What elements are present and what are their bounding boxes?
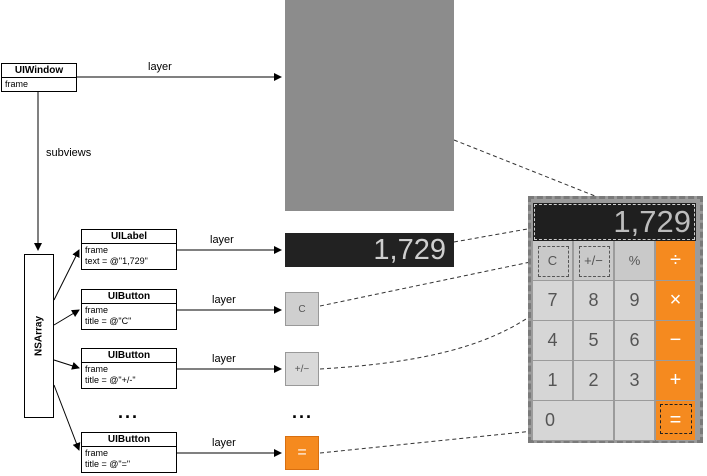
nsarray-label: NSArray	[33, 315, 45, 357]
uilabel-object: UILabel frame text = @"1,729"	[81, 229, 177, 270]
c-map-line	[319, 259, 541, 307]
key-5[interactable]: 5	[574, 321, 614, 361]
button-pm-layer-label: layer	[212, 353, 236, 365]
uibutton-pm-object: UIButton frame title = @"+/-"	[81, 348, 177, 389]
uibutton-eq-field-title: title = @"="	[85, 459, 131, 469]
key-9[interactable]: 9	[615, 281, 655, 321]
objects-ellipsis: ...	[118, 402, 140, 422]
button-c-layer-label: layer	[212, 294, 236, 306]
uibutton-pm-title: UIButton	[82, 349, 176, 363]
key-plus[interactable]: +	[656, 361, 696, 401]
pm-map-line	[319, 284, 571, 370]
uibutton-eq-title: UIButton	[82, 433, 176, 447]
calculator-display: 1,729	[533, 203, 696, 241]
uiwindow-object: UIWindow frame	[1, 63, 77, 92]
highlight-equals	[660, 404, 692, 434]
key-percent[interactable]: %	[615, 241, 655, 281]
key-7[interactable]: 7	[533, 281, 573, 321]
key-0[interactable]: 0	[533, 401, 614, 441]
key-clear[interactable]: C	[533, 241, 573, 281]
key-divide[interactable]: ÷	[656, 241, 696, 281]
window-layer-rect	[285, 0, 454, 211]
uibutton-eq-object: UIButton frame title = @"="	[81, 432, 177, 473]
label-layer-view: 1,729	[285, 233, 454, 267]
uibutton-c-field-frame: frame	[85, 305, 109, 315]
window-map-line	[453, 139, 601, 199]
layers-ellipsis: ...	[292, 402, 314, 422]
button-c-layer-view: C	[285, 292, 319, 326]
uilabel-field-frame: frame	[85, 245, 109, 255]
key-6[interactable]: 6	[615, 321, 655, 361]
uibutton-c-title: UIButton	[82, 290, 176, 304]
array-to-button-eq-arrow	[53, 384, 81, 451]
eq-map-line	[319, 417, 661, 454]
key-minus[interactable]: −	[656, 321, 696, 361]
key-3[interactable]: 3	[615, 361, 655, 401]
array-to-button-c-arrow	[53, 309, 80, 326]
label-layer-label: layer	[210, 234, 234, 246]
uibutton-c-field-title: title = @"C"	[85, 316, 132, 326]
display-map-line	[453, 227, 534, 243]
key-8[interactable]: 8	[574, 281, 614, 321]
uiwindow-title: UIWindow	[2, 64, 76, 78]
key-1[interactable]: 1	[533, 361, 573, 401]
array-to-label-arrow	[53, 249, 80, 301]
uibutton-eq-field-frame: frame	[85, 448, 109, 458]
window-layer-label: layer	[148, 61, 172, 73]
key-plus-minus[interactable]: +/−	[574, 241, 614, 281]
uilabel-field-text: text = @"1,729"	[85, 256, 148, 266]
uibutton-pm-field-title: title = @"+/-"	[85, 375, 136, 385]
key-equals[interactable]: =	[656, 401, 696, 441]
key-multiply[interactable]: ×	[656, 281, 696, 321]
button-eq-layer-view: =	[285, 436, 319, 470]
highlight-plus-minus	[579, 246, 610, 277]
key-2[interactable]: 2	[574, 361, 614, 401]
key-4[interactable]: 4	[533, 321, 573, 361]
key-decimal[interactable]	[615, 401, 655, 441]
array-to-button-pm-arrow	[53, 359, 80, 370]
uibutton-c-object: UIButton frame title = @"C"	[81, 289, 177, 330]
uiwindow-field-frame: frame	[5, 79, 29, 89]
uibutton-pm-field-frame: frame	[85, 364, 109, 374]
uilabel-title: UILabel	[82, 230, 176, 244]
subviews-label: subviews	[46, 147, 92, 159]
button-eq-layer-label: layer	[212, 437, 236, 449]
highlight-clear	[538, 246, 569, 277]
button-pm-layer-view: +/−	[285, 352, 319, 386]
nsarray-box: NSArray	[24, 254, 54, 418]
